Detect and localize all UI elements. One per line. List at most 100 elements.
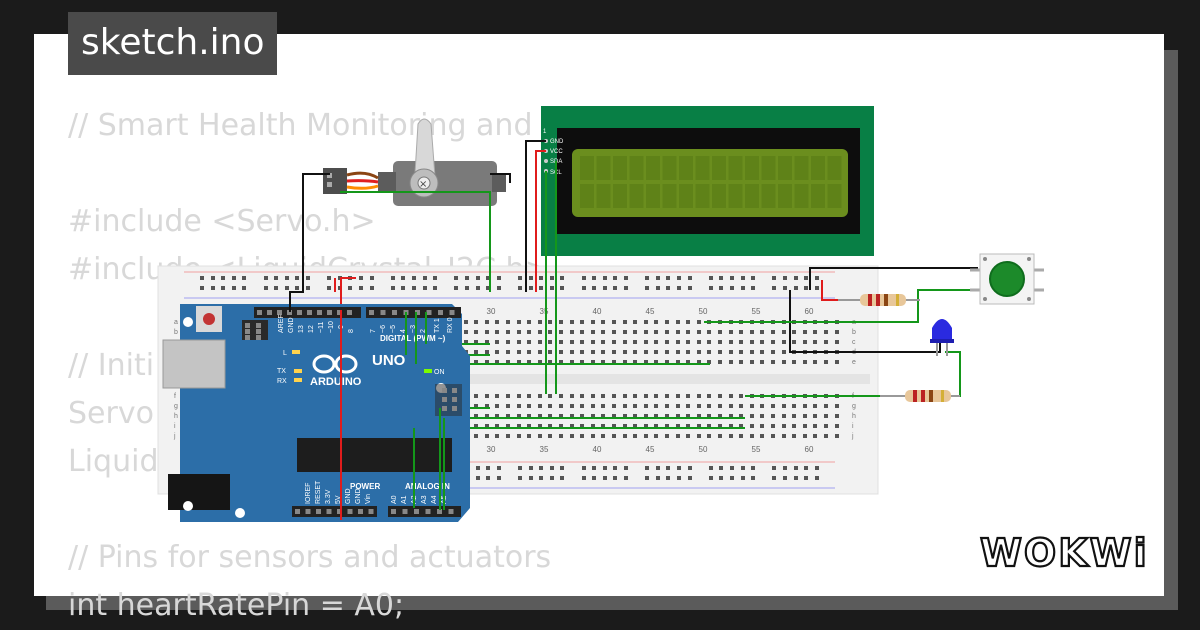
- breadboard-hole: [264, 286, 268, 290]
- arduino-pin-label: A3: [421, 495, 428, 504]
- breadboard-hole: [686, 320, 690, 324]
- breadboard-hole: [591, 340, 595, 344]
- column-number: 50: [699, 307, 708, 316]
- push-button[interactable]: [970, 253, 1044, 305]
- breadboard-hole: [686, 404, 690, 408]
- breadboard-hole: [232, 286, 236, 290]
- column-number: 60: [805, 445, 814, 454]
- breadboard-hole: [665, 330, 669, 334]
- breadboard-hole: [697, 350, 701, 354]
- breadboard-hole: [792, 340, 796, 344]
- breadboard-hole: [495, 330, 499, 334]
- breadboard-hole: [474, 434, 478, 438]
- breadboard-hole: [612, 340, 616, 344]
- lcd-cell: [794, 156, 809, 180]
- arduino-pin-label: Vin: [365, 494, 372, 504]
- breadboard-hole: [401, 276, 405, 280]
- breadboard-hole: [718, 434, 722, 438]
- row-letter: f: [174, 393, 176, 400]
- breadboard-hole: [644, 340, 648, 344]
- breadboard-hole: [783, 466, 787, 470]
- lcd-cell: [613, 184, 627, 208]
- breadboard-hole: [591, 350, 595, 354]
- breadboard-hole: [591, 424, 595, 428]
- resistor[interactable]: [838, 294, 920, 306]
- column-number: 45: [646, 445, 655, 454]
- resistor[interactable]: [880, 390, 960, 402]
- lcd-cell: [745, 156, 759, 180]
- breadboard-hole: [529, 466, 533, 470]
- breadboard-hole: [707, 340, 711, 344]
- breadboard-hole: [506, 330, 510, 334]
- row-letter: i: [852, 423, 854, 430]
- breadboard-hole: [612, 350, 616, 354]
- breadboard-hole: [517, 414, 521, 418]
- breadboard-hole: [497, 476, 501, 480]
- breadboard-hole: [548, 350, 552, 354]
- breadboard-hole: [454, 286, 458, 290]
- breadboard-hole: [804, 476, 808, 480]
- header-pin: [425, 509, 431, 514]
- arduino-uno-board[interactable]: DIGITAL (PWM ~) UNO ARDUINO ON POWER ANA…: [162, 304, 470, 522]
- breadboard-hole: [771, 330, 775, 334]
- breadboard-hole: [476, 476, 480, 480]
- arduino-pin-label: 13: [298, 325, 305, 333]
- breadboard-hole: [527, 360, 531, 364]
- breadboard-hole: [803, 330, 807, 334]
- header-pin: [287, 310, 292, 315]
- breadboard-hole: [760, 414, 764, 418]
- breadboard-hole: [548, 404, 552, 408]
- breadboard-hole: [476, 286, 480, 290]
- lcd-cell: [695, 156, 710, 180]
- arduino-pin-label: 8: [348, 329, 355, 333]
- breadboard-hole: [835, 414, 839, 418]
- breadboard-hole: [474, 414, 478, 418]
- breadboard-hole: [539, 476, 543, 480]
- code-line: Servo: [68, 396, 154, 431]
- breadboard-hole: [464, 320, 468, 324]
- breadboard-hole: [751, 286, 755, 290]
- breadboard-hole: [580, 424, 584, 428]
- blue-led[interactable]: [930, 319, 954, 356]
- breadboard-hole: [391, 276, 395, 280]
- header-pin: [392, 310, 397, 315]
- breadboard-hole: [718, 340, 722, 344]
- breadboard-hole: [485, 330, 489, 334]
- breadboard-hole: [570, 350, 574, 354]
- lcd-pin-label: GND: [550, 139, 564, 145]
- breadboard-hole: [200, 276, 204, 280]
- arduino-header-pins: [245, 310, 457, 514]
- file-tab[interactable]: sketch.ino: [68, 12, 278, 75]
- arduino-pin-label: A0: [391, 495, 398, 504]
- row-letter: b: [174, 329, 178, 336]
- arduino-pin-label: RESET: [315, 480, 322, 504]
- breadboard-hole: [550, 286, 554, 290]
- arduino-l-label: L: [283, 350, 287, 357]
- breadboard-hole: [739, 424, 743, 428]
- header-pin: [438, 310, 443, 315]
- breadboard-hole: [697, 330, 701, 334]
- breadboard-hole: [676, 360, 680, 364]
- lcd-cell: [662, 156, 677, 180]
- servo-motor[interactable]: ×: [323, 118, 506, 206]
- column-number: 35: [540, 307, 549, 316]
- breadboard-hole: [612, 394, 616, 398]
- arduino-pin-label: 3.3V: [325, 489, 332, 504]
- row-letter: e: [852, 359, 856, 366]
- breadboard-hole: [274, 276, 278, 280]
- breadboard-hole: [771, 404, 775, 408]
- lcd-display[interactable]: 1 GND VCC SDA SCL: [541, 106, 874, 256]
- breadboard-hole: [506, 424, 510, 428]
- breadboard-hole: [654, 350, 658, 354]
- wokwi-logo[interactable]: WOKWi: [978, 526, 1150, 582]
- breadboard-hole: [570, 434, 574, 438]
- breadboard-hole: [601, 340, 605, 344]
- breadboard-hole: [718, 414, 722, 418]
- breadboard-hole: [707, 360, 711, 364]
- breadboard-hole: [665, 360, 669, 364]
- breadboard-hole: [601, 424, 605, 428]
- breadboard-hole: [633, 414, 637, 418]
- lcd-cell: [794, 184, 809, 208]
- breadboard-hole: [815, 476, 819, 480]
- breadboard-hole: [792, 424, 796, 428]
